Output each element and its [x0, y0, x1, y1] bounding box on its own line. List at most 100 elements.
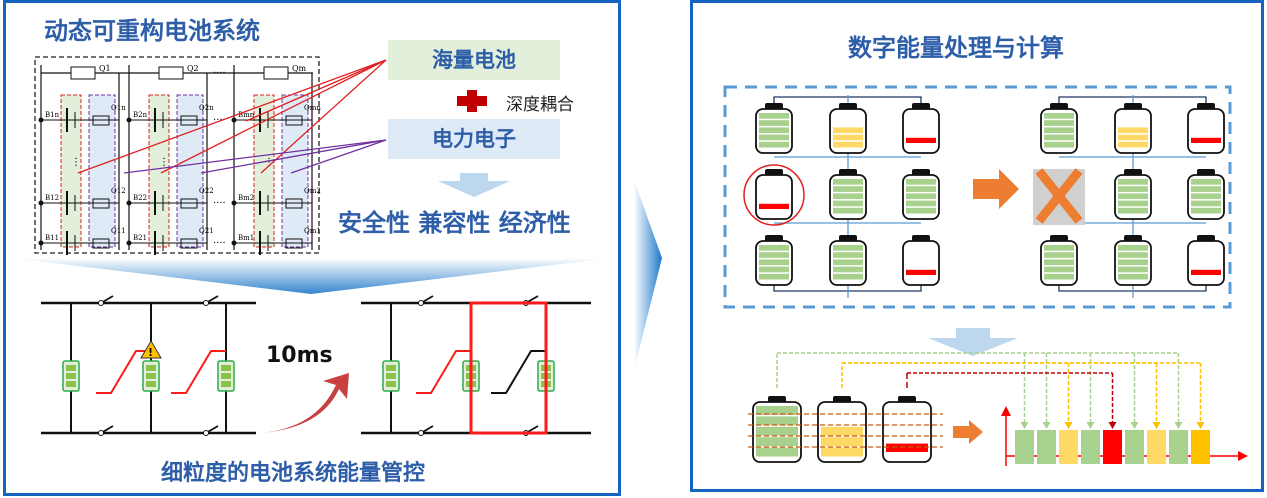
right-panel-title: 数字能量处理与计算: [848, 34, 1064, 62]
battery-cell: [66, 381, 76, 387]
node: [126, 240, 132, 246]
battery-removed: [1033, 168, 1085, 225]
active-loop: [469, 301, 548, 435]
ellipsis: ⋮: [159, 157, 169, 168]
battery-level: [1191, 200, 1221, 207]
timeline-slot: [1059, 430, 1078, 464]
battery-level: [1044, 252, 1074, 258]
battery-green: [829, 169, 867, 220]
bypass-path: [96, 350, 151, 394]
battery-level: [759, 141, 789, 148]
battery-level: [1044, 259, 1074, 266]
svg-text:!: !: [148, 346, 153, 359]
switch-node: [418, 300, 424, 306]
battery-level: [886, 443, 928, 452]
battery-level: [906, 186, 936, 192]
switch-label: Q11: [111, 227, 126, 235]
battery-level: [833, 179, 863, 185]
battery-level: [759, 245, 789, 251]
mosfet-icon: [180, 198, 198, 209]
switch-label: Qm2: [304, 187, 321, 195]
feed-arrow: [1196, 422, 1205, 429]
battery-level: [759, 120, 789, 126]
battery-green: [755, 103, 793, 154]
battery-red: [902, 103, 940, 154]
switch-node: [98, 300, 104, 306]
battery-cell: [221, 381, 231, 387]
battery-level: [833, 273, 863, 280]
battery-label: B1n: [45, 111, 60, 119]
battery-green: [1114, 235, 1152, 286]
switch-node: [203, 430, 209, 436]
battery-body: [902, 240, 940, 286]
battery-green: [1187, 169, 1225, 220]
right-chevron-icon: [634, 180, 662, 370]
benefits-text: 安全性 兼容性 经济性: [338, 209, 571, 237]
reconfigurable-battery-circuit: Q1B1nQ1nB12Q12B11Q11⋮Q2B2nQ2nB22Q22B21Q2…: [34, 56, 321, 255]
warning-icon: !: [140, 340, 162, 359]
battery-level: [1191, 269, 1221, 275]
battery-level: [833, 134, 863, 141]
node: [38, 117, 44, 123]
battery-level: [1191, 193, 1221, 200]
switch-node: [203, 300, 209, 306]
battery-label: Bm1: [238, 234, 254, 242]
bottom-caption: 细粒度的电池系统能量管控: [161, 461, 426, 486]
down-arrow-icon: [438, 173, 510, 197]
switch-label: Q22: [199, 187, 214, 195]
battery-level: [1044, 273, 1074, 280]
battery-cell: [146, 381, 156, 387]
battery-level: [833, 245, 863, 251]
right-panel: 数字能量处理与计算: [690, 0, 1264, 492]
battery-cell: [386, 365, 396, 371]
node: [231, 200, 237, 206]
battery-level: [1118, 186, 1148, 192]
battery-body: [755, 174, 793, 220]
left-panel-title: 动态可重构电池系统: [44, 17, 260, 45]
battery-level: [1044, 134, 1074, 141]
timeline-slot: [1037, 430, 1056, 464]
mosfet-icon: [92, 198, 110, 209]
time-label: 10ms: [266, 343, 333, 368]
battery-level: [906, 179, 936, 185]
node: [231, 117, 237, 123]
battery-label: B12: [45, 194, 59, 202]
timeline-slot: [1147, 430, 1166, 464]
battery-green: [752, 396, 802, 463]
switch-label: Qmn: [304, 104, 321, 112]
battery-body: [882, 401, 932, 463]
battery-level: [756, 447, 798, 457]
battery-body: [1187, 240, 1225, 286]
battery-level: [833, 207, 863, 214]
battery-level: [1118, 259, 1148, 266]
battery-grid-frame: [723, 85, 1232, 309]
battery-level: [821, 447, 863, 457]
battery-level: [833, 141, 863, 148]
switching-circuit-before: !: [41, 295, 256, 436]
timeline-slot: [1015, 430, 1034, 464]
switch-label: Qm1: [304, 227, 321, 235]
battery-level: [1191, 186, 1221, 192]
battery-level: [1044, 141, 1074, 148]
battery-level: [1191, 137, 1221, 143]
battery-level: [833, 186, 863, 192]
battery-green: [829, 235, 867, 286]
timeline-slot: [1103, 430, 1122, 464]
battery-level: [759, 273, 789, 280]
mosfet-icon: [180, 238, 198, 249]
battery-label: Bm2: [238, 194, 254, 202]
node: [126, 200, 132, 206]
battery-level: [906, 193, 936, 200]
battery-level: [906, 207, 936, 214]
battery-green: [1040, 235, 1078, 286]
battery-level: [906, 200, 936, 207]
battery-level: [759, 127, 789, 134]
battery-level: [833, 200, 863, 207]
bypass-path: [416, 350, 471, 394]
battery-level: [906, 269, 936, 275]
switch-label: Q1: [99, 64, 111, 73]
battery-level: [833, 259, 863, 266]
curved-arrow-icon: [261, 373, 349, 433]
switch-label: Q2n: [199, 104, 214, 112]
deep-coupling-label: 深度耦合: [506, 95, 574, 115]
